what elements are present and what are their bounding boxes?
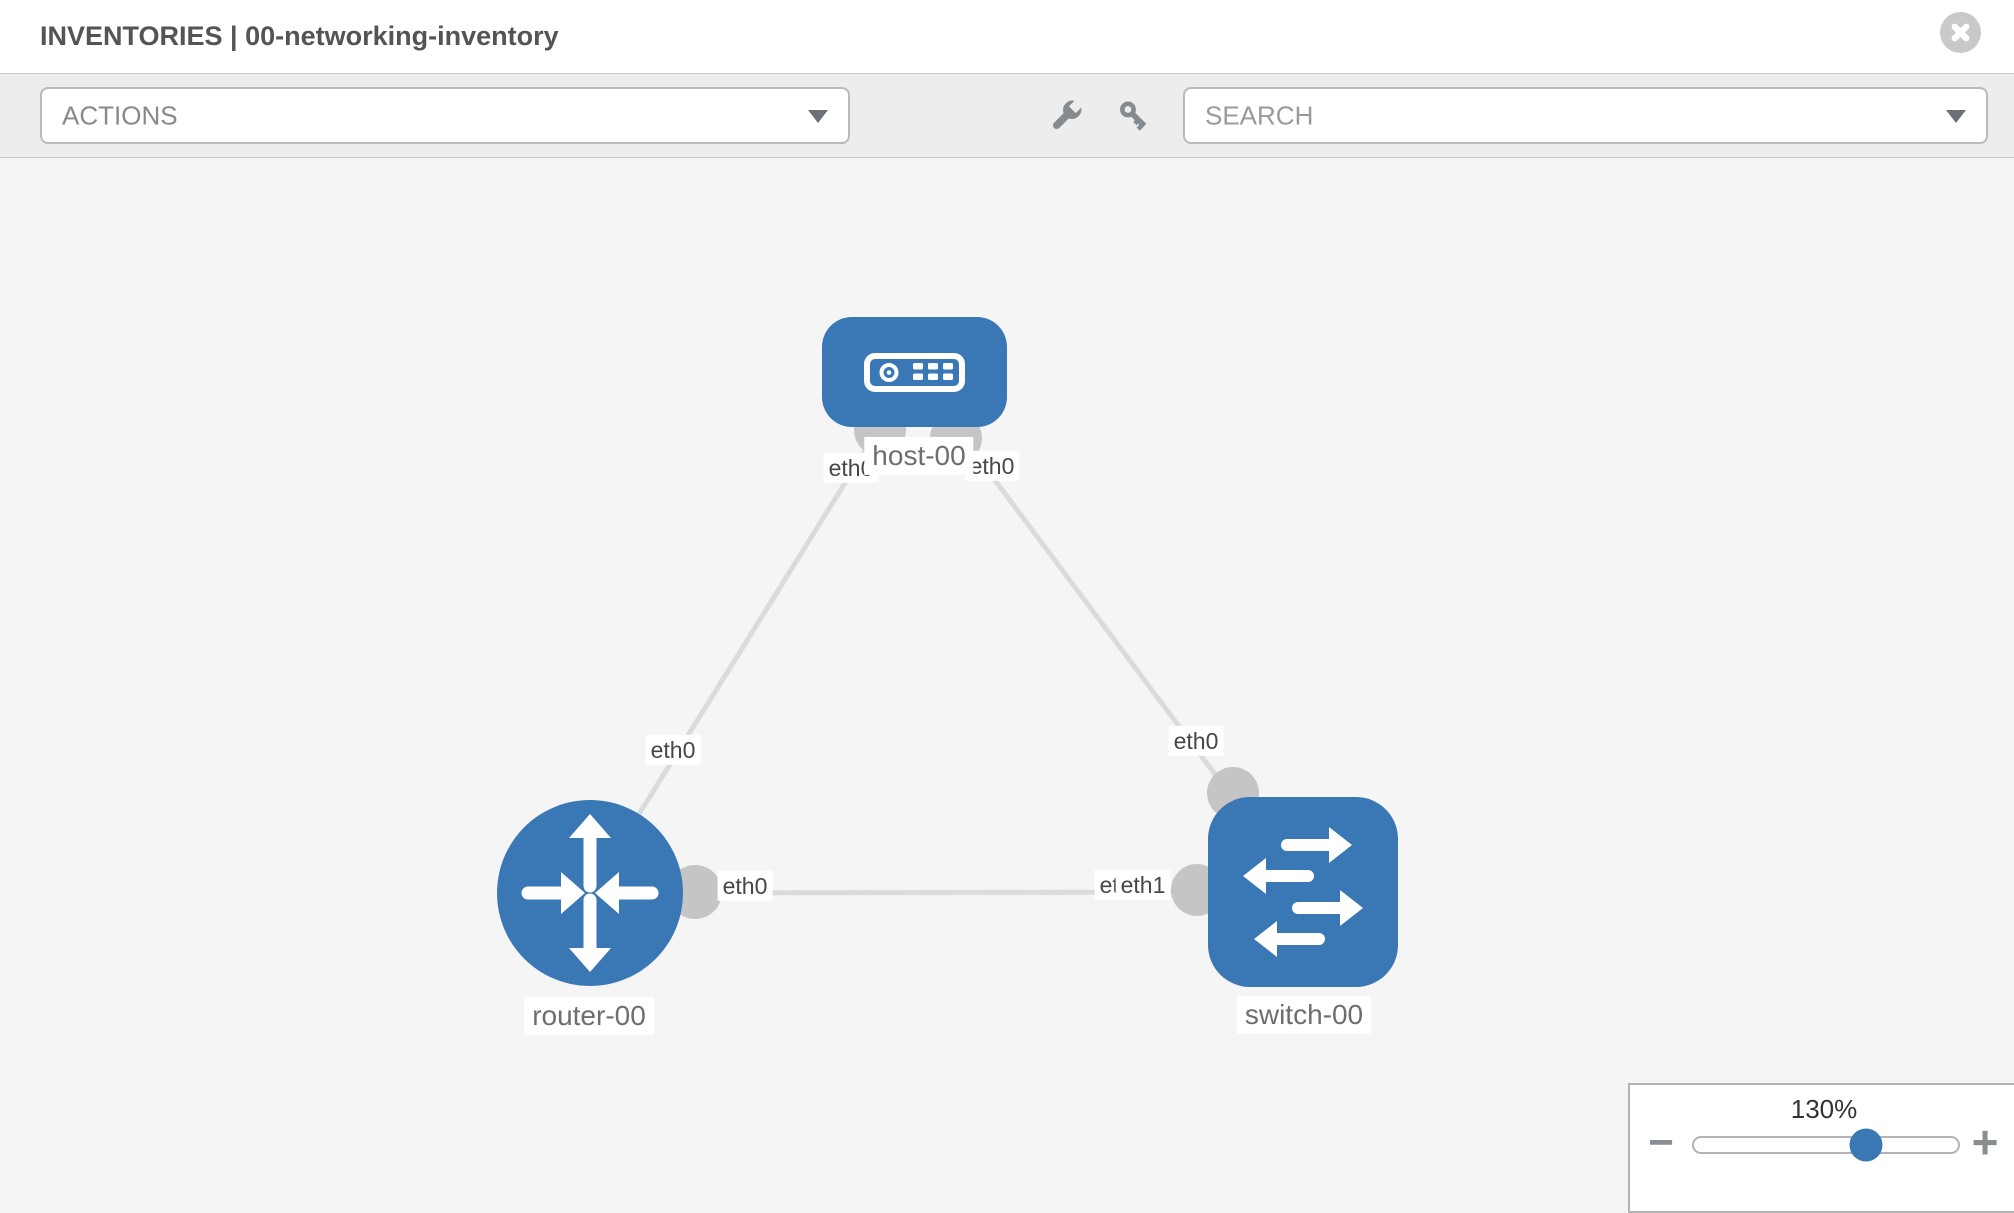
search-dropdown-label: SEARCH — [1205, 100, 1314, 130]
ports-layer — [668, 404, 1259, 919]
node-label-switch-00: switch-00 — [1236, 995, 1372, 1035]
actions-dropdown-label: ACTIONS — [62, 100, 178, 130]
switch-icon — [1243, 827, 1363, 957]
node-label-router-00: router-00 — [524, 996, 654, 1036]
actions-dropdown[interactable]: ACTIONS — [40, 87, 850, 144]
interface-label: eth0 — [717, 870, 773, 902]
chevron-down-icon — [808, 109, 828, 123]
interface-label: eth1 — [1115, 869, 1171, 901]
node-router-00[interactable] — [497, 800, 683, 986]
zoom-panel: 130% − + — [1628, 1083, 2014, 1213]
interface-label: eth0 — [645, 734, 701, 766]
wrench-icon[interactable] — [1047, 97, 1085, 135]
zoom-level: 130% — [1790, 1094, 1858, 1124]
close-button[interactable] — [1940, 12, 1981, 53]
zoom-slider-handle[interactable] — [1849, 1128, 1883, 1162]
host-icon — [864, 353, 965, 392]
interface-label: eth0 — [1168, 725, 1224, 757]
node-switch-00[interactable] — [1208, 797, 1398, 987]
interface-label: eth0 — [964, 450, 1020, 482]
page-title: INVENTORIES | 00-networking-inventory — [40, 21, 559, 51]
close-icon — [1951, 23, 1970, 42]
zoom-slider-track[interactable] — [1692, 1128, 1960, 1162]
search-dropdown[interactable]: SEARCH — [1183, 87, 1988, 144]
node-host-00[interactable] — [822, 317, 1007, 427]
zoom-in-button[interactable]: + — [1971, 1116, 1999, 1168]
node-label-host-00: host-00 — [864, 436, 974, 476]
topology-canvas[interactable]: eth0 eth0 eth0 eth0 eth0 eth0 eth1 host-… — [0, 158, 2014, 1213]
chevron-down-icon — [1946, 109, 1966, 123]
key-icon[interactable] — [1116, 97, 1153, 134]
zoom-out-button[interactable]: − — [1648, 1118, 1674, 1167]
toolbar: ACTIONS SEARCH — [0, 73, 2014, 158]
page-header: INVENTORIES | 00-networking-inventory — [0, 0, 2014, 73]
router-icon — [521, 814, 659, 972]
